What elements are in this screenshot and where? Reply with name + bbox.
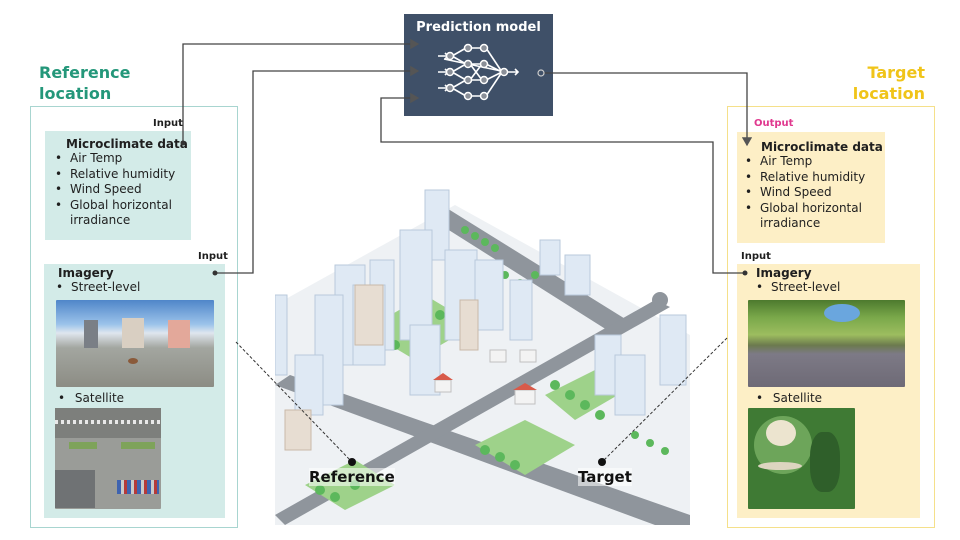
reference-imagery-heading: Imagery — [58, 266, 114, 280]
target-microclimate-item: Global horizontal — [743, 201, 885, 217]
reference-microclimate-item: Relative humidity — [53, 167, 191, 183]
target-satellite-label: Satellite — [772, 391, 823, 405]
target-location-title: Target location — [853, 62, 925, 104]
bullet: • — [58, 391, 66, 405]
city-reference-label: Reference — [309, 468, 395, 486]
reference-microclimate-item-cont: irradiance — [70, 213, 131, 228]
target-microclimate-item-cont: irradiance — [760, 216, 821, 231]
target-microclimate-item: Air Temp — [743, 154, 885, 170]
target-street-label: Street-level — [754, 280, 920, 296]
reference-satellite-label: Satellite — [74, 391, 125, 405]
target-title-line2: location — [852, 84, 925, 103]
target-microclimate-panel: Microclimate data Air Temp Relative humi… — [737, 132, 885, 243]
target-satellite-label-wrap: • Satellite — [750, 391, 822, 405]
reference-satellite-image — [55, 408, 161, 509]
target-street-level-image — [748, 300, 905, 387]
reference-satellite-label-wrap: • Satellite — [56, 391, 124, 405]
reference-microclimate-input-tag: Input — [153, 118, 183, 129]
target-microclimate-output-tag: Output — [754, 118, 794, 129]
target-microclimate-heading: Microclimate data — [761, 140, 883, 154]
reference-microclimate-heading: Microclimate data — [66, 137, 188, 151]
target-satellite-image — [748, 408, 855, 509]
target-microclimate-item: Wind Speed — [743, 185, 885, 201]
reference-location-title: Reference location — [39, 62, 130, 104]
reference-microclimate-panel: Microclimate data Air Temp Relative humi… — [45, 131, 191, 240]
reference-microclimate-item: Wind Speed — [53, 182, 191, 198]
target-microclimate-item: Relative humidity — [743, 170, 885, 186]
target-imagery-input-tag: Input — [741, 251, 771, 262]
city-target-label: Target — [578, 468, 632, 486]
reference-title-line1: Reference — [39, 63, 131, 82]
prediction-model-box: Prediction model — [404, 14, 553, 116]
target-imagery-heading: Imagery — [756, 266, 812, 280]
reference-microclimate-item: Global horizontal — [53, 198, 191, 214]
target-location-frame — [727, 106, 935, 528]
reference-microclimate-item: Air Temp — [53, 151, 191, 167]
target-title-line1: Target — [867, 63, 926, 82]
reference-location-frame — [30, 106, 238, 528]
reference-street-label: Street-level — [54, 280, 225, 296]
reference-imagery-input-tag: Input — [198, 251, 228, 262]
reference-street-level-image — [56, 300, 214, 387]
reference-title-line2: location — [39, 84, 112, 103]
neural-network-icon — [438, 43, 520, 101]
prediction-model-title: Prediction model — [416, 20, 541, 35]
bullet: • — [756, 391, 764, 405]
